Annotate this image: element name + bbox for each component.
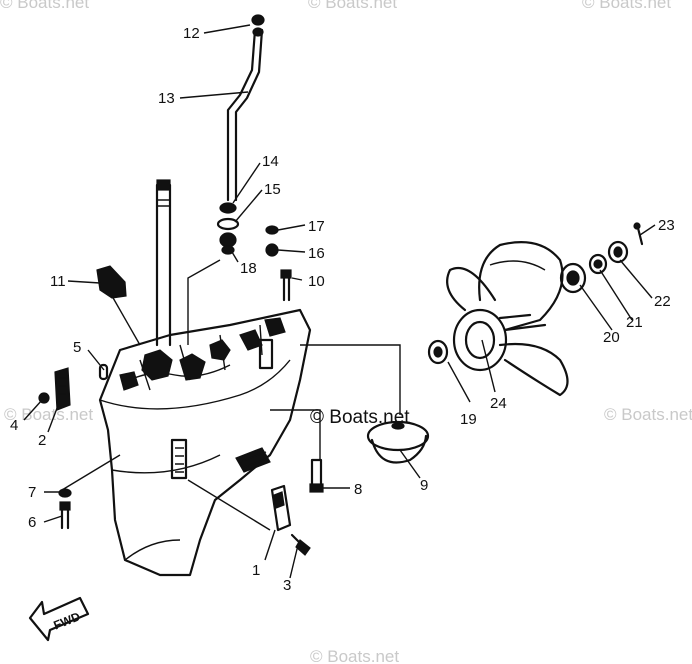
callout-13: 13 (158, 90, 175, 107)
callout-8: 8 (354, 481, 362, 498)
callout-10: 10 (308, 273, 325, 290)
callout-17: 17 (308, 218, 325, 235)
anode-1 (270, 484, 292, 532)
side-plate-2 (54, 367, 71, 411)
callout-12: 12 (183, 25, 200, 42)
shift-rod (226, 14, 265, 202)
water-tube-assembly (235, 447, 271, 473)
callout-20: 20 (603, 329, 620, 346)
callout-7: 7 (28, 484, 36, 501)
bolt-8 (309, 458, 324, 493)
callout-11: 11 (50, 273, 66, 290)
callout-24: 24 (490, 395, 507, 412)
callout-labels: 1 2 3 4 5 6 7 8 9 10 11 12 13 14 15 16 1… (10, 25, 675, 594)
callout-1: 1 (252, 562, 260, 579)
bolt-16 (265, 243, 279, 257)
callout-14: 14 (262, 153, 279, 170)
cotter-pin-23 (633, 222, 644, 246)
washer-21 (588, 253, 608, 275)
watermark-top-mid: © Boats.net (308, 0, 397, 12)
washer-19 (427, 339, 449, 365)
bolt-6 (59, 501, 71, 530)
callout-5: 5 (73, 339, 81, 356)
callout-3: 3 (283, 577, 291, 594)
callout-18: 18 (240, 260, 257, 277)
bolt-3 (290, 533, 311, 556)
leader-lines (23, 24, 656, 579)
watermark-bottom: © Boats.net (310, 647, 399, 664)
lower-unit-housing (98, 308, 312, 577)
callout-22: 22 (654, 293, 671, 310)
callout-2: 2 (38, 432, 46, 449)
spacer-20 (559, 262, 587, 294)
shift-rod-bushings (216, 202, 240, 255)
callout-23: 23 (658, 217, 675, 234)
fwd-direction-arrow: FWD (28, 596, 90, 642)
bracket-11 (96, 265, 127, 299)
callout-16: 16 (308, 245, 325, 262)
callout-21: 21 (626, 314, 643, 331)
drive-shaft (155, 179, 172, 347)
pin-5 (98, 363, 109, 381)
fwd-label: FWD (52, 609, 83, 632)
callout-15: 15 (264, 181, 281, 198)
callout-19: 19 (460, 411, 477, 428)
watermark-mid-right: © Boats.net (604, 405, 692, 424)
washer-17 (265, 225, 279, 235)
cover-9 (366, 420, 430, 464)
watermark-mid-left: © Boats.net (4, 405, 93, 424)
bolt-10 (280, 269, 292, 302)
callout-6: 6 (28, 514, 36, 531)
nut-22 (607, 240, 629, 264)
watermark-top-right: © Boats.net (582, 0, 671, 12)
bolt-4 (38, 392, 50, 404)
washer-7 (58, 488, 72, 498)
propeller-24 (446, 241, 569, 397)
watermark-top-left: © Boats.net (0, 0, 89, 12)
callout-4: 4 (10, 417, 18, 434)
callout-9: 9 (420, 477, 428, 494)
